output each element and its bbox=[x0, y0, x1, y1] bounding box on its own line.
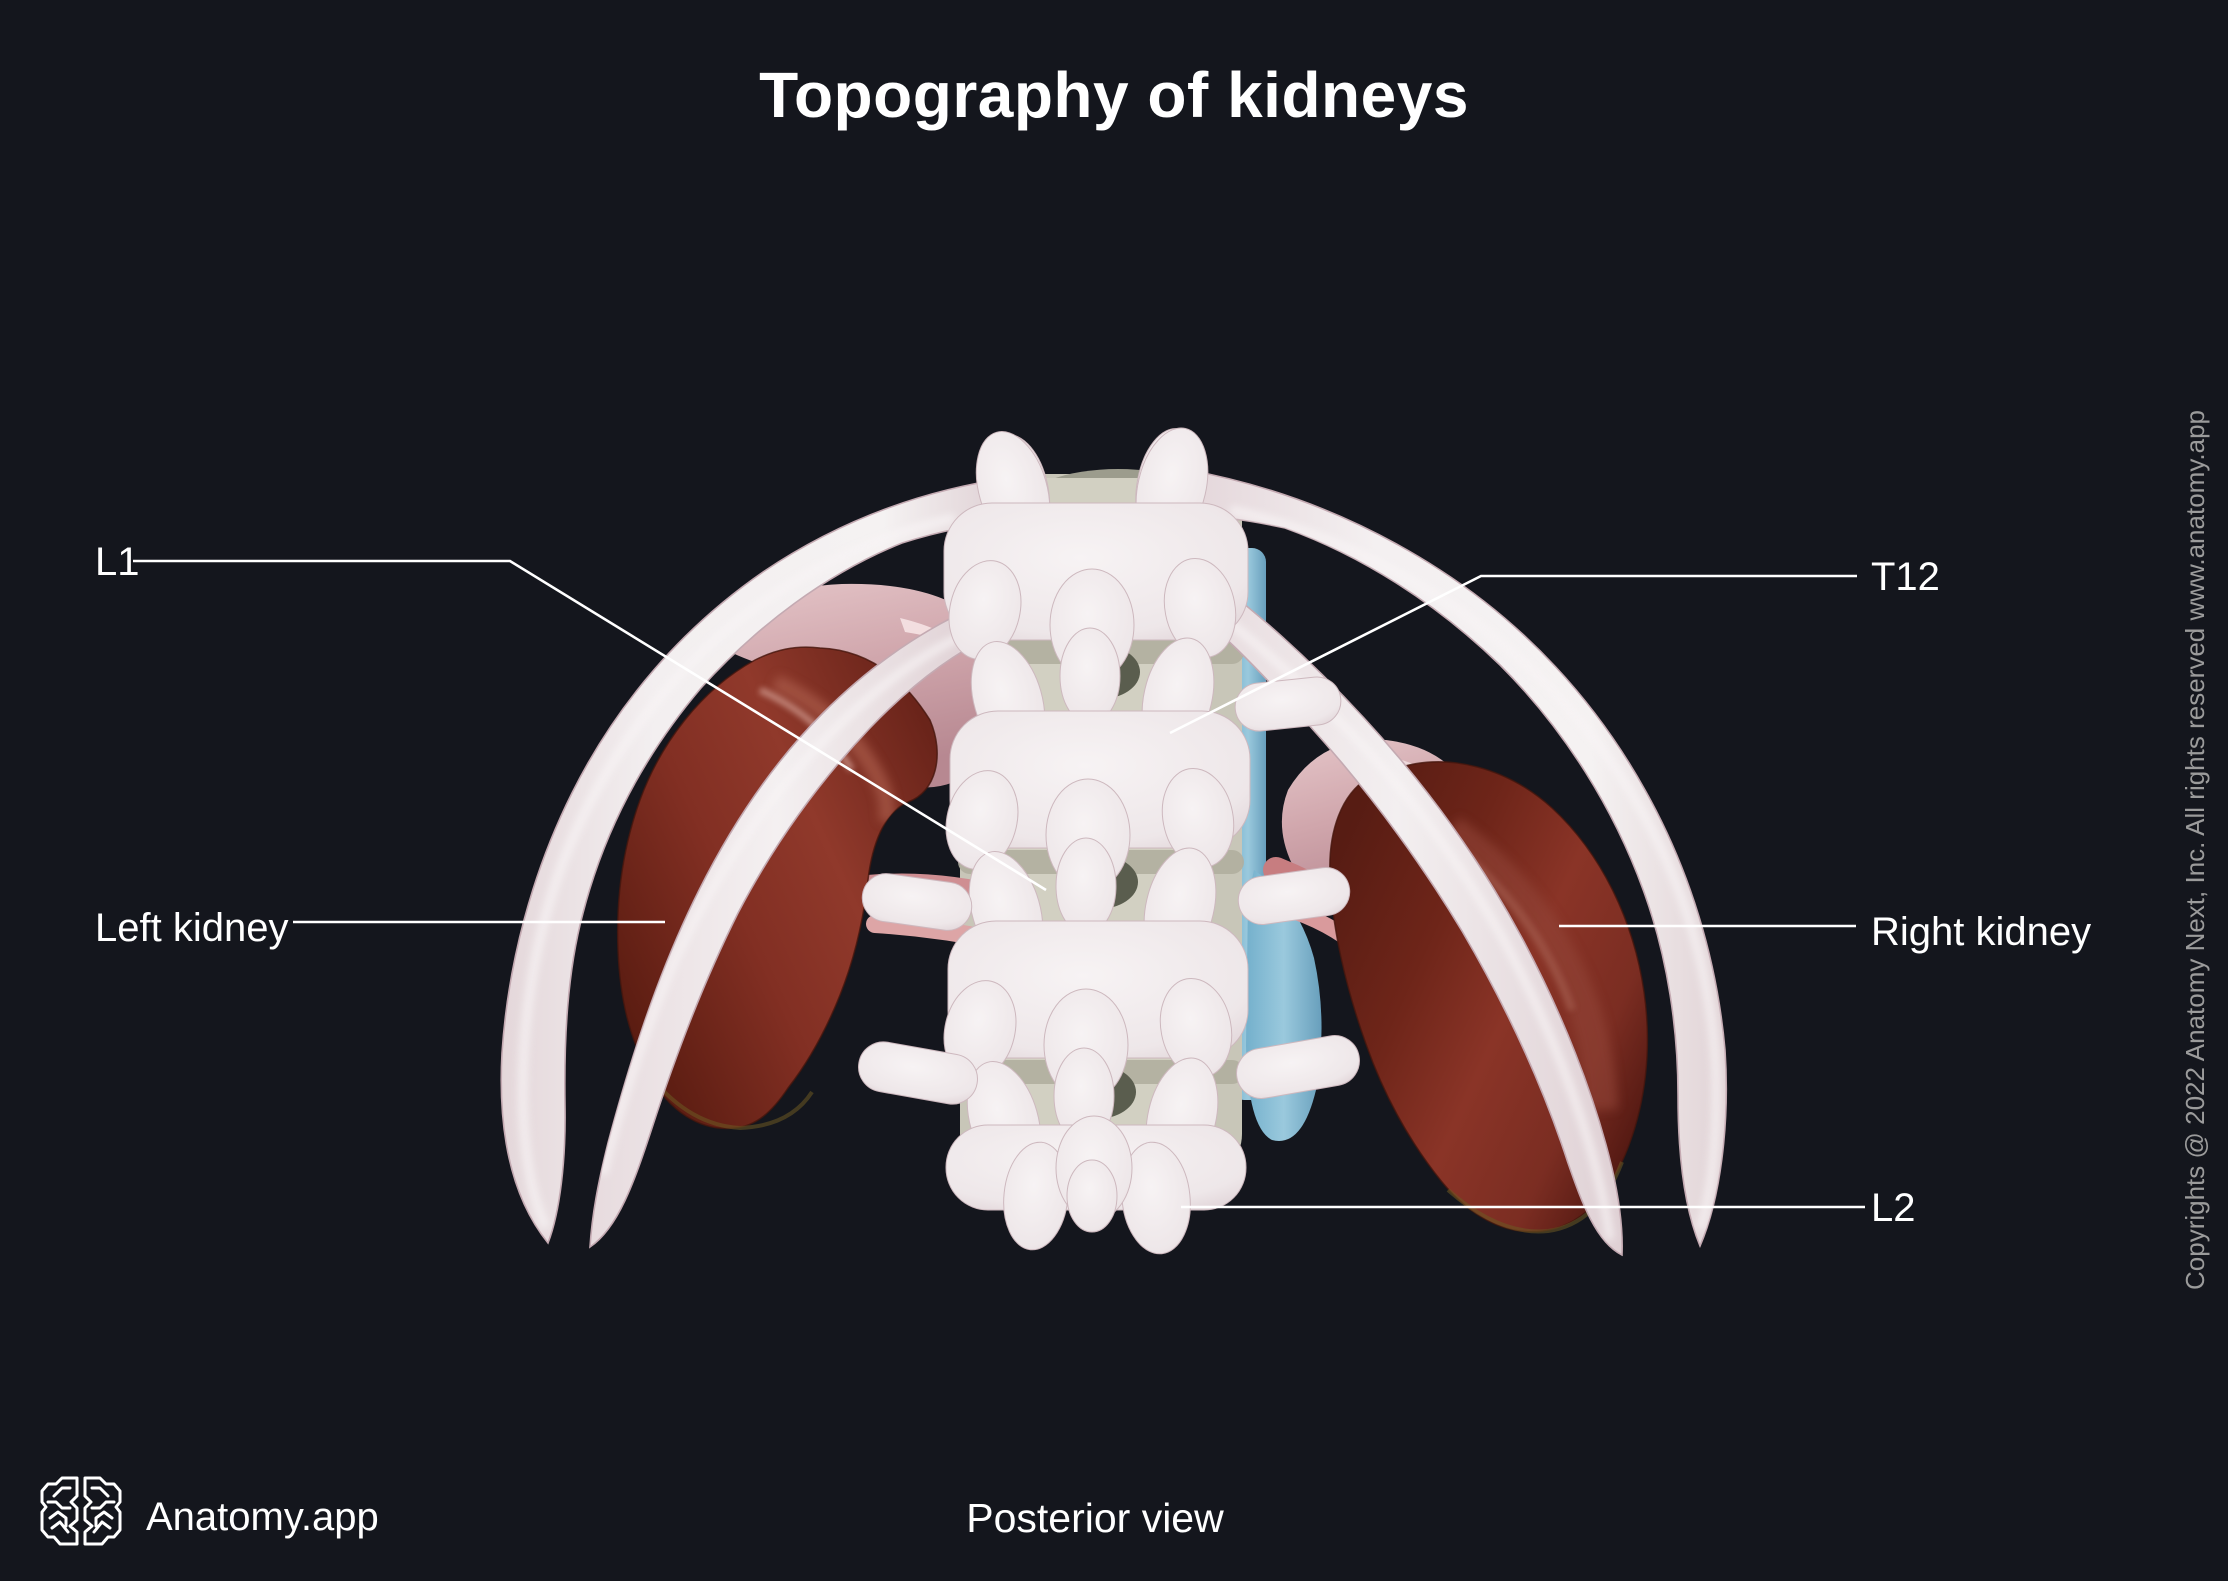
svg-text:Topography of kidneys: Topography of kidneys bbox=[759, 59, 1469, 131]
svg-text:Left kidney: Left kidney bbox=[95, 906, 288, 950]
svg-text:T12: T12 bbox=[1871, 555, 1940, 599]
svg-text:L2: L2 bbox=[1871, 1186, 1916, 1230]
svg-text:Anatomy.app: Anatomy.app bbox=[146, 1495, 379, 1539]
svg-text:Copyrights @ 2022 Anatomy Next: Copyrights @ 2022 Anatomy Next, Inc. All… bbox=[2180, 410, 2210, 1290]
svg-text:Posterior view: Posterior view bbox=[966, 1495, 1224, 1541]
svg-text:Right kidney: Right kidney bbox=[1871, 910, 2091, 954]
svg-text:L1: L1 bbox=[95, 540, 140, 584]
